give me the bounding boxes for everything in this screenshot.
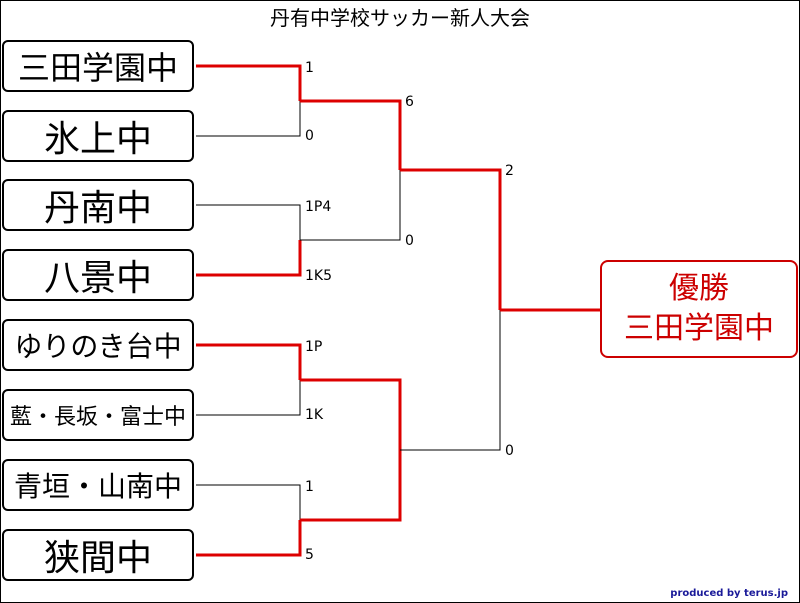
line-r1-m3-bottom [196, 380, 301, 416]
tournament-title: 丹有中学校サッカー新人大会 [270, 6, 530, 30]
team-box-7: 青垣・山南中 [2, 459, 194, 511]
team-box-2: 氷上中 [2, 110, 194, 162]
score-final-2: 0 [505, 443, 514, 459]
score-final-1: 2 [505, 163, 514, 179]
line-r2-m2-bottom [300, 450, 402, 522]
line-r2-m1-bottom [300, 170, 401, 241]
team-box-8: 狭間中 [2, 529, 194, 581]
score-r1-3: 1P4 [305, 199, 332, 215]
champion-label: 優勝 [669, 271, 729, 306]
line-final-top [400, 168, 502, 310]
line-r1-m3-top [196, 343, 302, 380]
team-box-1: 三田学園中 [2, 40, 194, 92]
line-r1-m4-top [196, 484, 301, 520]
credit-text: produced by terus.jp [670, 588, 788, 599]
champion-team: 三田学園中 [624, 311, 774, 346]
line-r1-m2-bottom [196, 240, 302, 277]
line-r2-m2-top [300, 378, 402, 450]
line-r1-m2-top [196, 204, 301, 240]
score-r2-2: 0 [405, 233, 414, 249]
score-r1-1: 1 [305, 60, 314, 76]
champion-box: 優勝 三田学園中 [600, 260, 798, 358]
line-r1-m1-bottom [196, 101, 301, 137]
line-final-bottom [400, 310, 501, 451]
score-r1-2: 0 [305, 128, 314, 144]
score-r1-7: 1 [305, 479, 314, 495]
team-box-5: ゆりのき台中 [2, 319, 194, 371]
score-r1-5: 1P [305, 339, 323, 355]
line-r1-m4-bottom [196, 520, 302, 557]
score-r1-4: 1K5 [305, 268, 332, 284]
line-r2-m1-top [300, 99, 402, 170]
team-box-6: 藍・長坂・富士中 [2, 389, 194, 441]
team-box-3: 丹南中 [2, 179, 194, 231]
score-r1-8: 5 [305, 547, 314, 563]
score-r1-6: 1K [305, 407, 324, 423]
line-r1-m1-top [196, 64, 302, 101]
score-r2-1: 6 [405, 94, 414, 110]
team-box-4: 八景中 [2, 249, 194, 301]
